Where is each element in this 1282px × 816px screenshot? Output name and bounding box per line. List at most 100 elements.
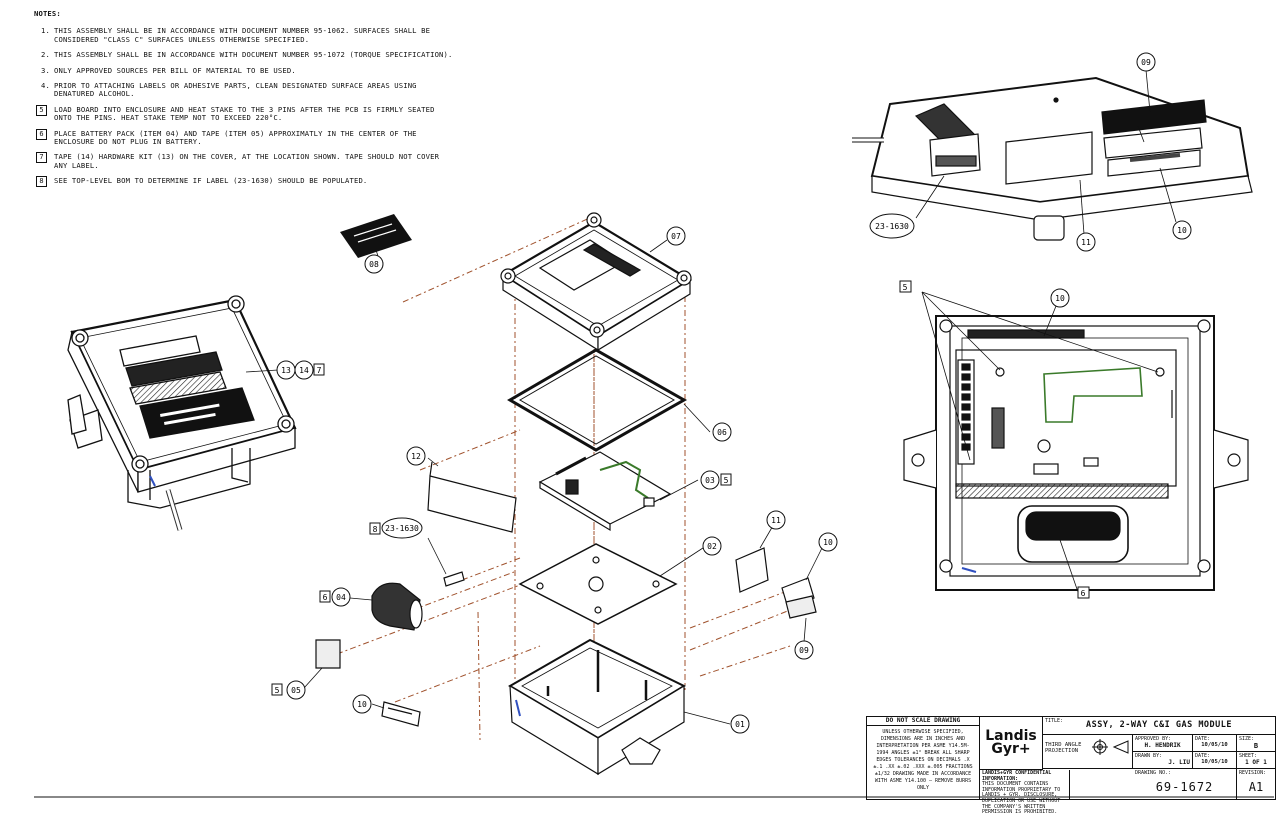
callout-text: 23-1630 (875, 222, 909, 231)
do-not-scale-header: DO NOT SCALE DRAWING (867, 717, 979, 726)
confidential-notice: LANDIS+GYR CONFIDENTIAL INFORMATION: THI… (980, 770, 1070, 815)
callout-text: 11 (771, 516, 781, 525)
open-enclosure-view (903, 291, 1249, 593)
callout-text: 10 (1055, 294, 1065, 303)
callout-12: 12 (406, 446, 426, 466)
logo-line-2: Gyr+ (991, 741, 1031, 757)
callout-13-14: 13 14 7 (245, 360, 325, 380)
callout-03: 03 5 (700, 470, 732, 490)
callout-text: 12 (411, 452, 421, 461)
drawn-date-cell: DATE: 10/05/10 (1193, 752, 1237, 769)
callout-text: 23-1630 (385, 524, 419, 533)
revision-label: REVISION: (1239, 770, 1267, 776)
callout-09: 09 (794, 640, 814, 660)
label-08-graphic (340, 214, 412, 258)
projection-text: THIRD ANGLE PROJECTION (1045, 742, 1082, 754)
approved-date: 10/05/10 (1201, 742, 1228, 748)
note-text: THIS ASSEMBLY SHALL BE IN ACCORDANCE WIT… (54, 50, 453, 60)
note-text: LOAD BOARD INTO ENCLOSURE AND HEAT STAKE… (54, 104, 435, 123)
notes-block: NOTES: 1. THIS ASSEMBLY SHALL BE IN ACCOR… (34, 9, 454, 193)
drawn-date: 10/05/10 (1201, 759, 1228, 765)
sheet-number: 1 OF 1 (1245, 759, 1267, 766)
note-item: 3.ONLY APPROVED SOURCES PER BILL OF MATE… (34, 65, 454, 75)
callout-text: 14 (299, 366, 309, 375)
title-block: DO NOT SCALE DRAWING UNLESS OTHERWISE SP… (866, 716, 1276, 815)
revision: A1 (1248, 780, 1264, 794)
callout-flag-text: 5 (724, 476, 729, 485)
callout-text: 10 (823, 538, 833, 547)
callout-flag-text: 6 (323, 593, 328, 602)
projection-cell: THIRD ANGLE PROJECTION (1043, 735, 1133, 769)
note-text: PRIOR TO ATTACHING LABELS OR ADHESIVE PA… (54, 81, 417, 99)
drawing-number: 69-1672 (1155, 780, 1214, 794)
sheet-size: B (1253, 742, 1259, 750)
callout-01: 01 (730, 714, 750, 734)
callout-r5: 5 (899, 280, 912, 293)
logo-line-1: Landis (985, 728, 1037, 744)
callout-text: 08 (369, 260, 379, 269)
drawing-number-cell: DRAWING NO.: 69-1672 (1133, 769, 1237, 799)
callout-06: 06 (712, 422, 732, 442)
callout-11: 11 (766, 510, 786, 530)
third-angle-projection-symbol (1092, 739, 1129, 755)
callout-04: 6 04 (319, 587, 351, 607)
confidential-text: THIS DOCUMENT CONTAINS INFORMATION PROPR… (982, 781, 1061, 816)
callout-text: 07 (671, 232, 681, 241)
revision-cell: REVISION: A1 (1237, 769, 1275, 799)
title-cell: TITLE: ASSY, 2-WAY C&I GAS MODULE (1043, 717, 1275, 735)
approved-by: H. HENDRIK (1144, 742, 1181, 749)
callout-flag-text: 8 (373, 525, 378, 534)
callout-07: 07 (666, 226, 686, 246)
drawn-by: J. LIU (1168, 759, 1190, 766)
drawn-date-label: DATE: (1195, 753, 1211, 759)
note-number: 1. (41, 26, 50, 36)
tolerance-block: DO NOT SCALE DRAWING UNLESS OTHERWISE SP… (867, 717, 980, 799)
note-text: THIS ASSEMBLY SHALL BE IN ACCORDANCE WIT… (54, 26, 431, 44)
callout-text: 09 (799, 646, 809, 655)
callout-r23-1630: 23-1630 (869, 213, 915, 239)
callout-text: 04 (336, 593, 346, 602)
callout-02: 02 (702, 536, 722, 556)
size-label: SIZE: (1239, 736, 1255, 742)
callout-05: 5 05 (271, 680, 306, 700)
assembled-iso-view (67, 295, 297, 531)
size-cell: SIZE: B (1237, 735, 1275, 752)
callout-text: 05 (291, 686, 301, 695)
drawn-label: DRAWN BY: (1135, 753, 1163, 759)
callout-flag-text: 5 (275, 686, 280, 695)
exploded-view (303, 212, 823, 776)
note-item: 4. PRIOR TO ATTACHING LABELS OR ADHESIVE … (34, 81, 454, 99)
note-number: 2. (41, 50, 50, 60)
note-text: ONLY APPROVED SOURCES PER BILL OF MATERI… (54, 65, 296, 75)
callout-r10: 10 (1172, 220, 1192, 240)
note-item: 2. THIS ASSEMBLY SHALL BE IN ACCORDANCE W… (34, 50, 454, 60)
rear-iso-view (852, 69, 1253, 241)
tolerance-text: UNLESS OTHERWISE SPECIFIED, DIMENSIONS A… (873, 729, 973, 791)
title-label: TITLE: (1045, 718, 1064, 724)
note-text: PLACE BATTERY PACK (ITEM 04) AND TAPE (I… (54, 128, 417, 147)
approved-label: APPROVED BY: (1135, 736, 1172, 742)
note-item: 1. THIS ASSEMBLY SHALL BE IN ACCORDANCE W… (34, 26, 454, 44)
callout-flag-text: 5 (903, 283, 908, 292)
callout-text: 10 (357, 700, 367, 709)
callout-text: 03 (705, 476, 715, 485)
callout-r10-pcb: 10 (1050, 288, 1070, 308)
note-text: SEE TOP-LEVEL BOM TO DETERMINE IF LABEL … (54, 176, 368, 186)
callout-text: 02 (707, 542, 717, 551)
notes-heading: NOTES: (34, 9, 61, 18)
callout-text: 09 (1141, 58, 1151, 67)
note-flag-box: 7 (36, 152, 47, 164)
note-number: 4. (41, 81, 50, 91)
sheet-cell: SHEET: 1 OF 1 (1237, 752, 1275, 769)
sheet-label: SHEET: (1239, 753, 1258, 759)
approved-cell: APPROVED BY: H. HENDRIK (1133, 735, 1193, 752)
callout-text: 11 (1081, 238, 1091, 247)
callout-text: 06 (717, 428, 727, 437)
approved-date-label: DATE: (1195, 736, 1211, 742)
callout-r09: 09 (1136, 52, 1156, 72)
